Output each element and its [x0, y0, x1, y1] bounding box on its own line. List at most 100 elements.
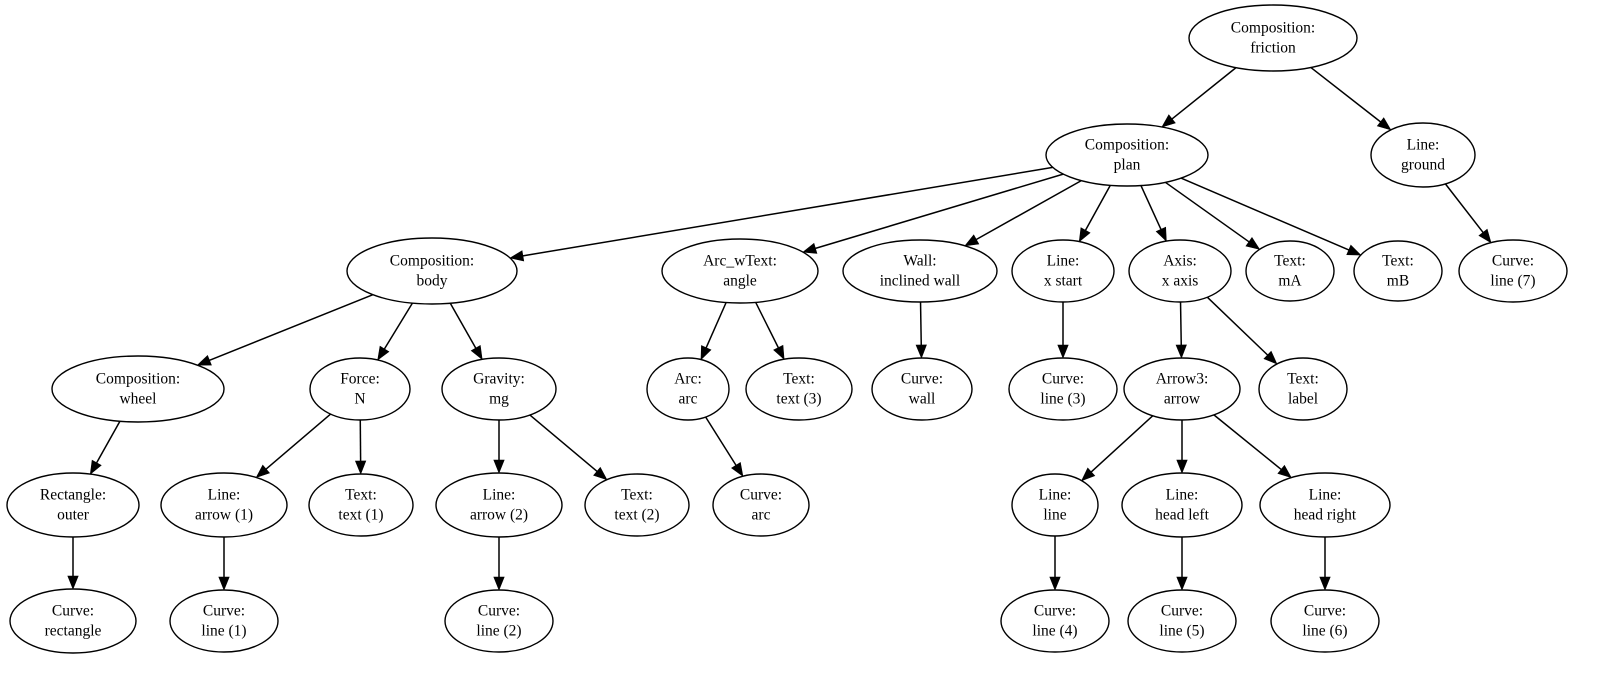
- edge-arrowhead: [218, 576, 230, 591]
- node-ellipse[interactable]: [584, 473, 690, 537]
- graph-node-line5[interactable]: Curve:line (5): [1127, 589, 1237, 653]
- node-ellipse[interactable]: [646, 357, 730, 421]
- edge-arrowhead: [509, 250, 525, 262]
- graph-edge: [449, 302, 483, 361]
- graph-edge: [1213, 414, 1292, 479]
- graph-edge: [1176, 420, 1188, 474]
- graph-node-text2[interactable]: Text:text (2): [584, 473, 690, 537]
- graph-edge: [196, 294, 374, 366]
- graph-node-headright[interactable]: Line:head right: [1259, 472, 1391, 538]
- graph-node-headleft[interactable]: Line:head left: [1121, 472, 1243, 538]
- node-ellipse[interactable]: [1188, 4, 1358, 72]
- node-ellipse[interactable]: [1128, 239, 1232, 303]
- edge-arrowhead: [1245, 237, 1261, 250]
- node-ellipse[interactable]: [1258, 357, 1348, 421]
- graph-node-outer[interactable]: Rectangle:outer: [6, 472, 140, 538]
- node-ellipse[interactable]: [6, 472, 140, 538]
- node-ellipse[interactable]: [1011, 473, 1099, 537]
- edge-arrowhead: [354, 460, 367, 475]
- graph-node-xaxis[interactable]: Axis:x axis: [1128, 239, 1232, 303]
- node-ellipse[interactable]: [441, 357, 557, 421]
- node-ellipse[interactable]: [1121, 472, 1243, 538]
- node-ellipse[interactable]: [51, 355, 225, 423]
- node-ellipse[interactable]: [1245, 240, 1335, 302]
- node-label-type: Line:: [208, 487, 241, 504]
- node-ellipse[interactable]: [1458, 239, 1568, 303]
- node-ellipse[interactable]: [1370, 122, 1476, 188]
- node-ellipse[interactable]: [1123, 357, 1241, 421]
- node-label-type: Composition:: [96, 371, 180, 388]
- graph-edge: [802, 173, 1064, 254]
- node-ellipse[interactable]: [9, 588, 137, 654]
- node-ellipse[interactable]: [712, 473, 810, 537]
- graph-node-curvearc[interactable]: Curve:arc: [712, 473, 810, 537]
- graph-node-lineline[interactable]: Line:line: [1011, 473, 1099, 537]
- edge-arrowhead: [1081, 467, 1096, 482]
- edge-arrowhead: [1176, 576, 1188, 591]
- graph-node-line1[interactable]: Curve:line (1): [169, 589, 279, 653]
- graph-node-arrow3[interactable]: Arrow3:arrow: [1123, 357, 1241, 421]
- node-ellipse[interactable]: [871, 357, 973, 421]
- graph-node-line7[interactable]: Curve:line (7): [1458, 239, 1568, 303]
- graph-node-wheel[interactable]: Composition:wheel: [51, 355, 225, 423]
- node-label-type: Curve:: [1042, 371, 1084, 388]
- graph-node-text3[interactable]: Text:text (3): [745, 357, 853, 421]
- graph-node-angle[interactable]: Arc_wText:angle: [661, 238, 819, 304]
- graph-node-gravity[interactable]: Gravity:mg: [441, 357, 557, 421]
- node-ellipse[interactable]: [1353, 240, 1443, 302]
- edge-arrowhead: [1049, 576, 1061, 591]
- node-label-name: x start: [1044, 273, 1083, 290]
- graph-node-text1[interactable]: Text:text (1): [308, 473, 414, 537]
- node-ellipse[interactable]: [1000, 589, 1110, 653]
- node-ellipse[interactable]: [661, 238, 819, 304]
- node-label-name: mB: [1387, 273, 1409, 290]
- node-ellipse[interactable]: [1259, 472, 1391, 538]
- node-ellipse[interactable]: [1270, 589, 1380, 653]
- node-ellipse[interactable]: [308, 473, 414, 537]
- node-label-type: Composition:: [1085, 137, 1169, 154]
- node-label-name: rectangle: [45, 623, 102, 640]
- node-ellipse[interactable]: [160, 472, 288, 538]
- graph-node-line2[interactable]: Curve:line (2): [444, 589, 554, 653]
- graph-node-friction[interactable]: Composition:friction: [1188, 4, 1358, 72]
- graph-edge: [915, 301, 927, 359]
- graph-node-inclinedwall[interactable]: Wall:inclined wall: [842, 239, 998, 303]
- node-label-name: mA: [1278, 273, 1302, 290]
- node-label-name: plan: [1114, 157, 1141, 174]
- node-ellipse[interactable]: [1011, 239, 1115, 303]
- node-label-type: Curve:: [203, 603, 245, 620]
- node-ellipse[interactable]: [1008, 357, 1118, 421]
- graph-node-wall[interactable]: Curve:wall: [871, 357, 973, 421]
- edge-arrowhead: [773, 344, 785, 360]
- node-ellipse[interactable]: [169, 589, 279, 653]
- graph-node-arrow2[interactable]: Line:arrow (2): [435, 472, 563, 538]
- graph-node-ground[interactable]: Line:ground: [1370, 122, 1476, 188]
- edge-arrowhead: [1376, 117, 1392, 131]
- node-ellipse[interactable]: [1045, 123, 1209, 187]
- node-label-name: arc: [679, 391, 698, 408]
- graph-node-label[interactable]: Text:label: [1258, 357, 1348, 421]
- graph-node-line6[interactable]: Curve:line (6): [1270, 589, 1380, 653]
- graph-edge: [1175, 301, 1187, 359]
- node-label-type: Curve:: [52, 603, 94, 620]
- node-ellipse[interactable]: [1127, 589, 1237, 653]
- node-ellipse[interactable]: [745, 357, 853, 421]
- graph-node-mB[interactable]: Text:mB: [1353, 240, 1443, 302]
- graph-node-mA[interactable]: Text:mA: [1245, 240, 1335, 302]
- graph-node-line4[interactable]: Curve:line (4): [1000, 589, 1110, 653]
- node-ellipse[interactable]: [435, 472, 563, 538]
- graph-node-plan[interactable]: Composition: plan: [1045, 123, 1209, 187]
- node-label-type: Arrow3:: [1156, 371, 1209, 388]
- graph-node-arc[interactable]: Arc:arc: [646, 357, 730, 421]
- graph-node-rectangle[interactable]: Curve: rectangle: [9, 588, 137, 654]
- graph-node-line3[interactable]: Curve:line (3): [1008, 357, 1118, 421]
- graph-node-xstart[interactable]: Line:x start: [1011, 239, 1115, 303]
- node-ellipse[interactable]: [842, 239, 998, 303]
- node-ellipse[interactable]: [444, 589, 554, 653]
- node-ellipse[interactable]: [346, 237, 518, 305]
- graph-node-arrow1[interactable]: Line:arrow (1): [160, 472, 288, 538]
- node-label-type: Line:: [1407, 137, 1440, 154]
- node-ellipse[interactable]: [309, 357, 411, 421]
- graph-node-forceN[interactable]: Force:N: [309, 357, 411, 421]
- graph-node-body[interactable]: Composition:body: [346, 237, 518, 305]
